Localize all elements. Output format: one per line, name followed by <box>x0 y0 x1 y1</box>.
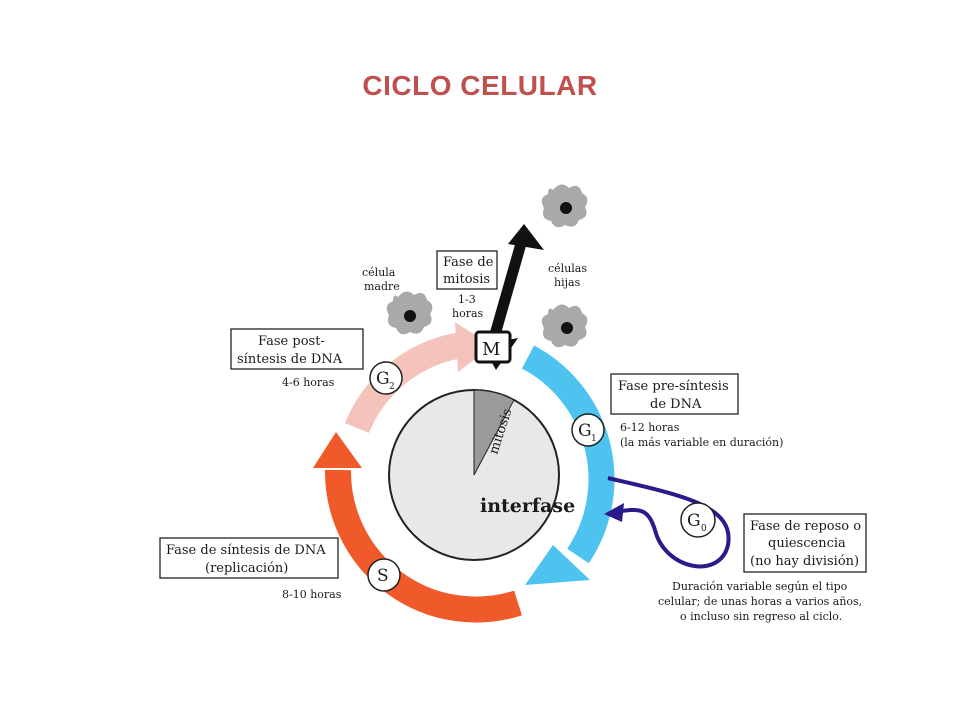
interphase-label: interfase <box>480 495 575 517</box>
svg-text:(replicación): (replicación) <box>205 561 288 576</box>
mitosis-slice <box>473 389 515 476</box>
svg-text:M: M <box>482 339 500 360</box>
svg-text:G: G <box>578 421 592 441</box>
cell-icon <box>541 184 588 228</box>
mitosis-box: Fase de mitosis <box>436 250 498 290</box>
g0-phase-marker: G 0 <box>680 502 716 538</box>
mother-cell-label-2: madre <box>364 280 400 293</box>
g0-note-2: celular; de unas horas a varios años, <box>658 595 862 608</box>
svg-text:S: S <box>377 566 389 586</box>
svg-text:2: 2 <box>389 382 395 392</box>
svg-text:mitosis: mitosis <box>443 272 490 287</box>
svg-text:(no hay división): (no hay división) <box>750 554 859 569</box>
svg-text:0: 0 <box>701 524 707 534</box>
mother-cell-label: célula <box>362 266 396 279</box>
svg-text:quiescencia: quiescencia <box>768 536 846 551</box>
g0-note-3: o incluso sin regreso al ciclo. <box>680 610 842 623</box>
interphase-pie: interfase mitosis <box>388 389 575 561</box>
g2-phase-marker: G 2 <box>369 361 403 395</box>
g1-note: (la más variable en duración) <box>620 436 783 449</box>
svg-text:Fase de síntesis de DNA: Fase de síntesis de DNA <box>166 543 326 558</box>
daughter-cells-label-2: hijas <box>554 276 581 289</box>
g2-duration: 4-6 horas <box>282 376 335 389</box>
svg-text:G: G <box>376 369 390 389</box>
g1-arrow <box>521 345 615 585</box>
s-phase-marker: S <box>367 558 401 592</box>
s-box: Fase de síntesis de DNA (replicación) <box>159 537 339 579</box>
g2-box: Fase post- síntesis de DNA <box>230 328 364 370</box>
g1-box: Fase pre-síntesis de DNA <box>610 373 739 415</box>
mitosis-duration: 1-3 <box>458 293 476 306</box>
daughter-cells-label: células <box>548 262 587 275</box>
cell-icon <box>386 291 433 335</box>
s-duration: 8-10 horas <box>282 588 342 601</box>
svg-text:Fase de reposo o: Fase de reposo o <box>750 519 861 534</box>
svg-text:G: G <box>687 511 701 531</box>
svg-text:Fase post-: Fase post- <box>258 334 325 349</box>
g0-note-1: Duración variable según el tipo <box>672 580 848 593</box>
g0-box: Fase de reposo o quiescencia (no hay div… <box>743 513 867 573</box>
page-title: CICLO CELULAR <box>362 70 598 101</box>
g1-phase-marker: G 1 <box>571 413 605 447</box>
mitosis-duration-2: horas <box>452 307 484 320</box>
g1-duration: 6-12 horas <box>620 421 680 434</box>
svg-text:1: 1 <box>591 434 597 444</box>
svg-text:Fase de: Fase de <box>443 255 494 270</box>
svg-text:síntesis de DNA: síntesis de DNA <box>237 352 343 367</box>
svg-text:Fase pre-síntesis: Fase pre-síntesis <box>618 379 729 394</box>
m-phase-marker: M <box>474 330 512 364</box>
cell-icon <box>541 304 588 348</box>
g0-loop <box>604 476 731 569</box>
svg-text:de DNA: de DNA <box>650 397 702 412</box>
